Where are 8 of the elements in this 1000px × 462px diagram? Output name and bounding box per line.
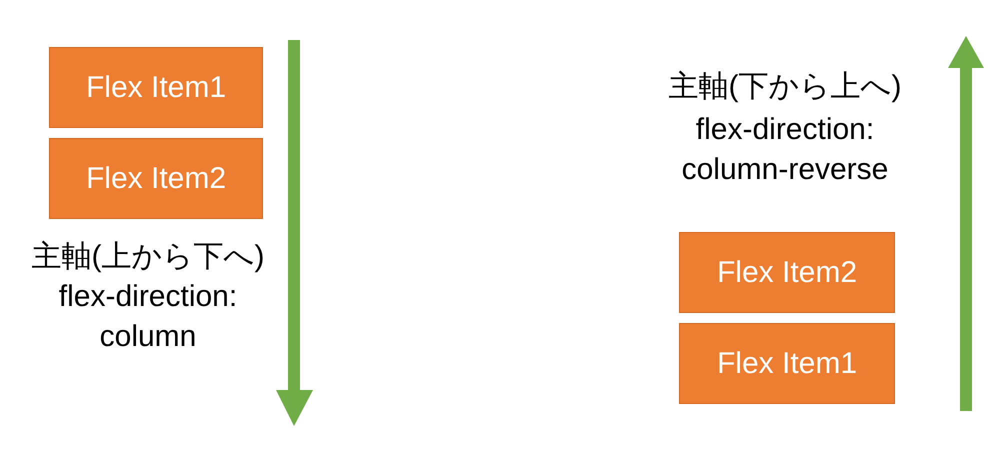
flex-item-box: Flex Item1	[49, 47, 263, 128]
flex-item-box: Flex Item2	[49, 138, 263, 219]
flex-item-box: Flex Item2	[679, 232, 895, 313]
axis-label: 主軸(下から上へ)	[668, 69, 902, 105]
flex-item-box: Flex Item1	[679, 323, 895, 404]
axis-label: flex-direction: column-reverse	[680, 112, 890, 188]
axis-label: 主軸(上から下へ)	[30, 239, 266, 275]
axis-label: flex-direction: column	[58, 279, 238, 355]
